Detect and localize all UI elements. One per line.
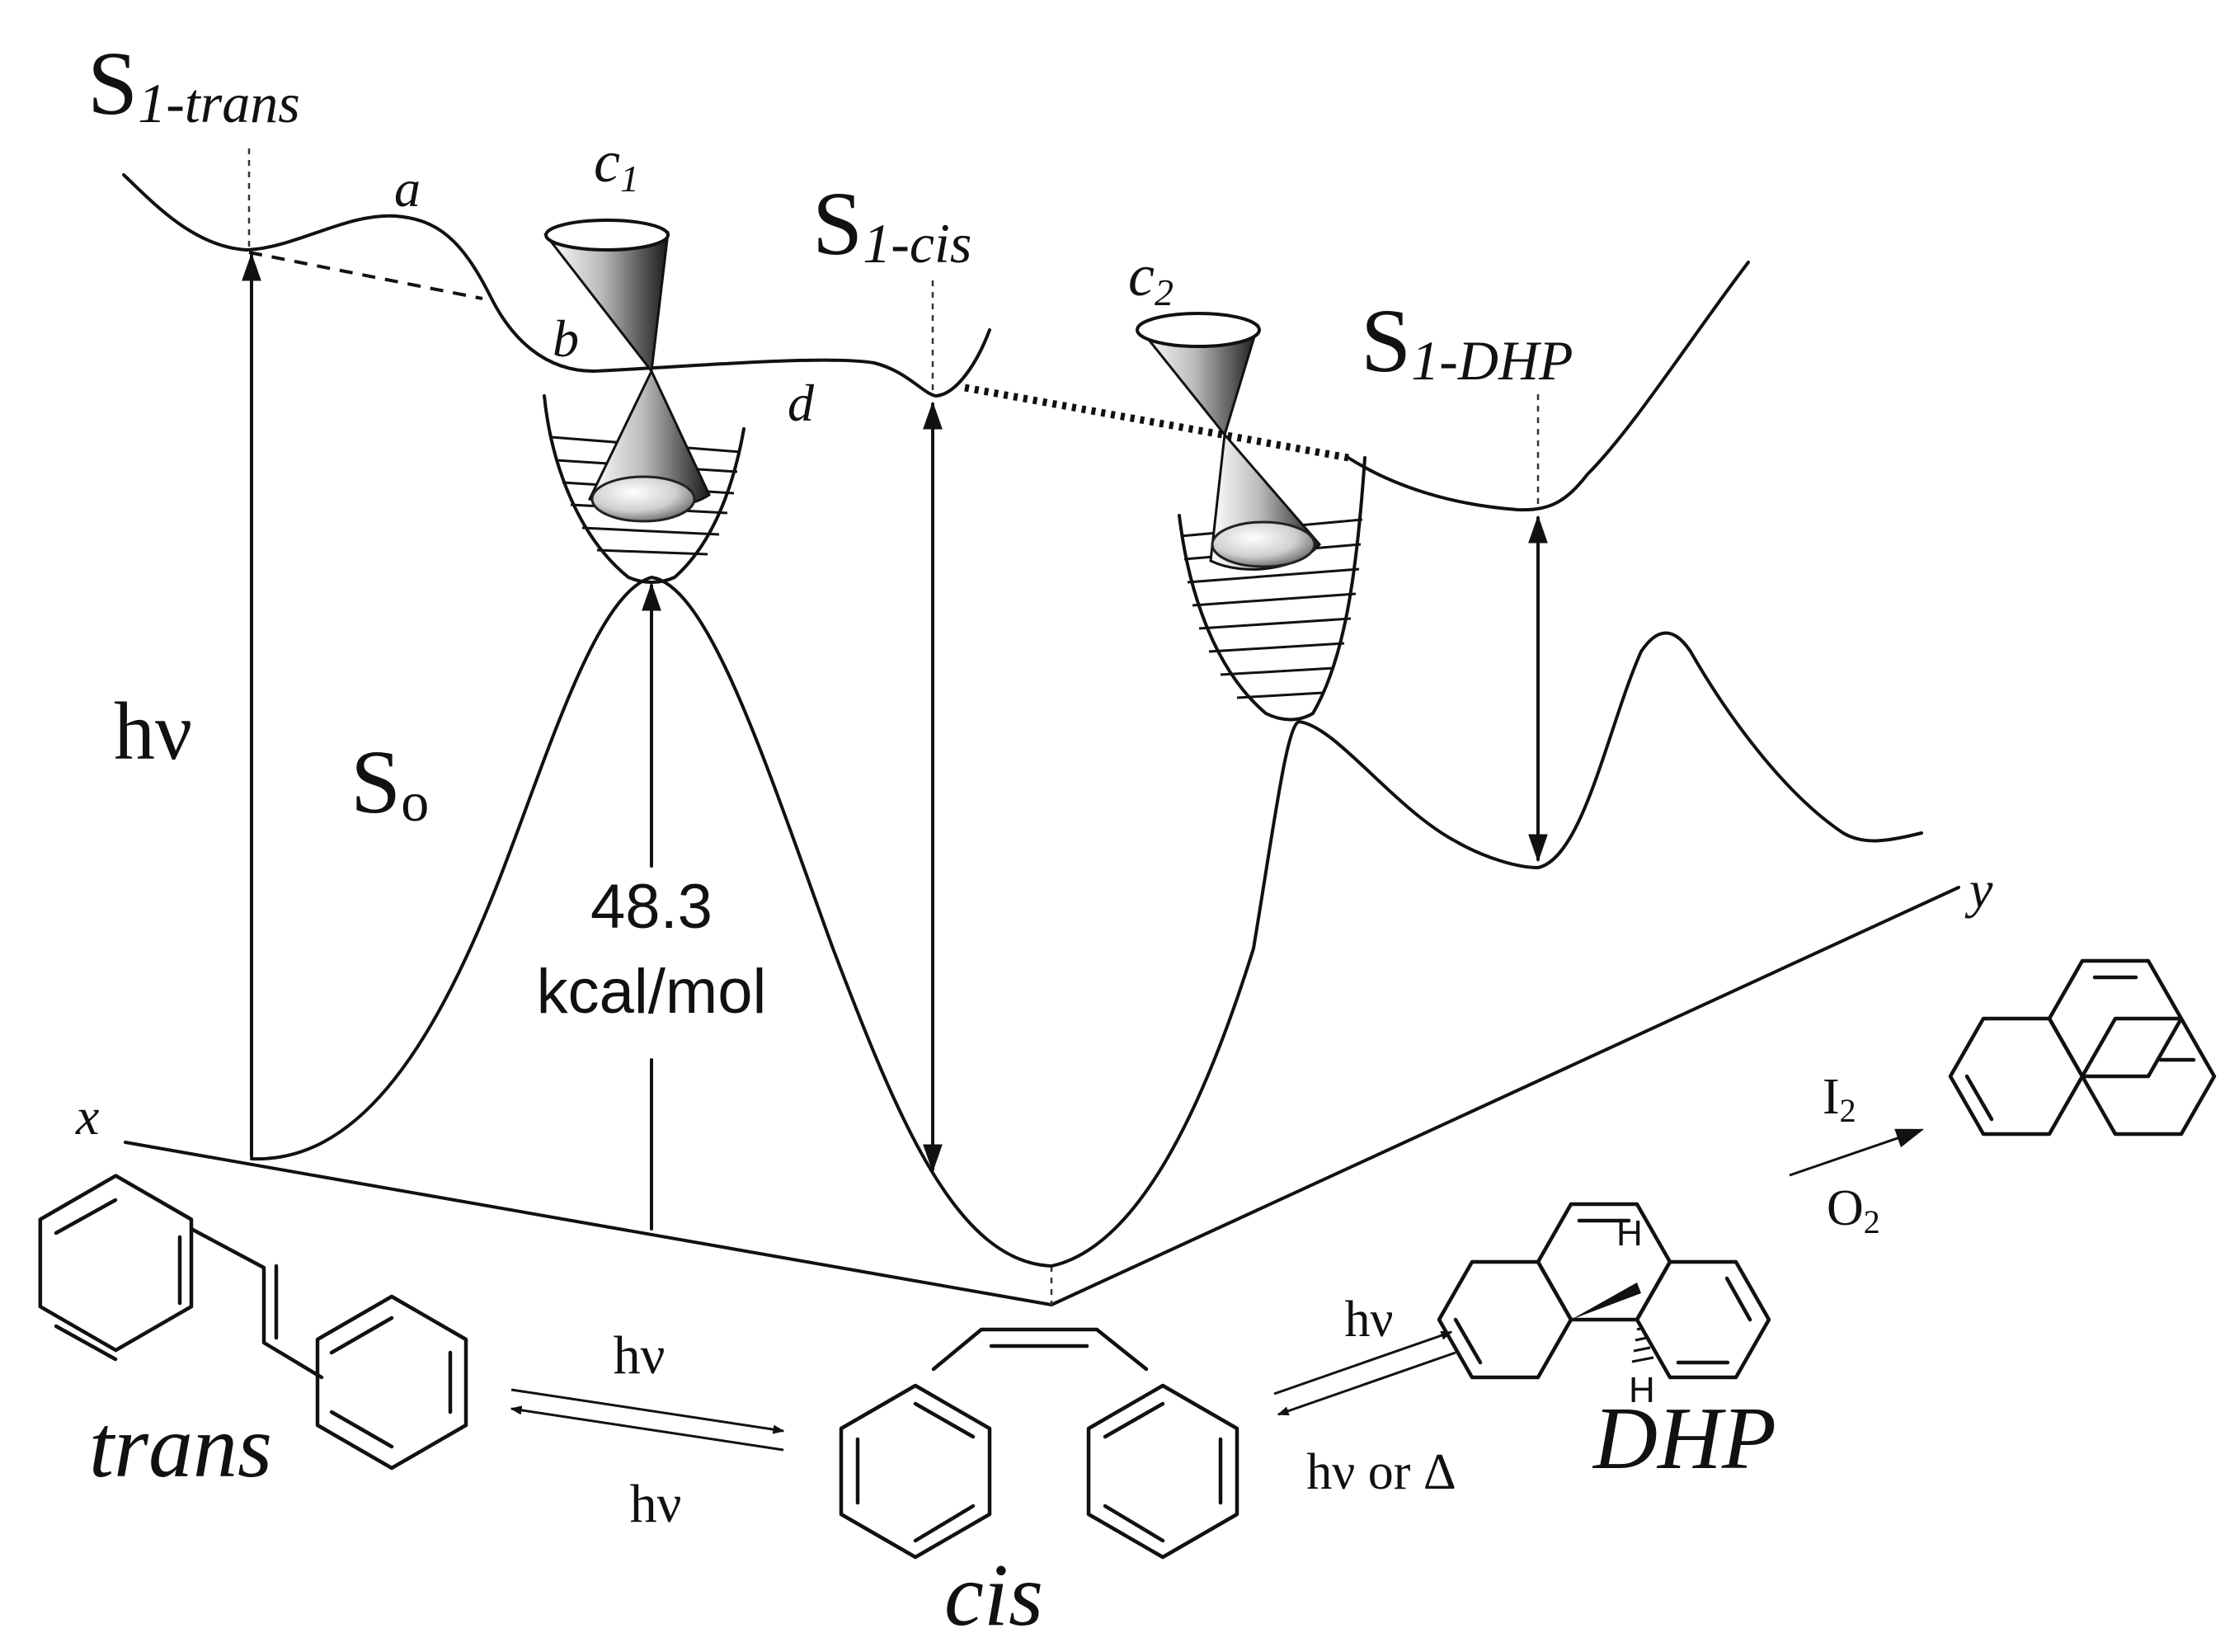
x-axis-label: x xyxy=(75,1087,99,1146)
point-d-label: d xyxy=(788,374,815,432)
trans-cis-forward-label: hν xyxy=(614,1325,666,1386)
dhp-structure xyxy=(1437,1202,1771,1380)
barrier-unit: kcal/mol xyxy=(537,957,767,1027)
s0-label: So xyxy=(350,732,429,833)
funnel-c2-hatching xyxy=(1180,518,1363,699)
cis-dhp-forward-label: hν xyxy=(1344,1292,1393,1348)
trans-stilbene-structure xyxy=(38,1174,468,1471)
cis-label: cis xyxy=(944,1546,1043,1645)
y-axis-label: y xyxy=(1964,860,1993,919)
cone-c1-blob xyxy=(590,475,696,523)
s1-curve-left xyxy=(122,173,991,398)
trans-cis-equilibrium-arrows xyxy=(510,1388,785,1452)
cis-stilbene-structure xyxy=(839,1327,1239,1560)
funnel-c1 xyxy=(543,394,746,584)
oxidation-arrow xyxy=(1789,1128,1925,1177)
oxidant-oxygen-label: O2 xyxy=(1827,1180,1880,1240)
dhp-hash-bond xyxy=(1631,1326,1654,1363)
dhp-hydrogen-bottom: H xyxy=(1629,1370,1655,1410)
dhp-label: DHP xyxy=(1592,1390,1776,1488)
cis-dhp-reverse-label: hν or Δ xyxy=(1306,1444,1456,1500)
cone-c2-blob xyxy=(1211,520,1316,568)
trans-cis-reverse-label: hν xyxy=(630,1474,682,1534)
conical-intersection-c2 xyxy=(1136,312,1366,722)
point-b-label: b xyxy=(553,309,579,368)
funnel-c2 xyxy=(1178,456,1366,722)
dhp-wedge-bond xyxy=(1571,1283,1641,1320)
s1-trans-to-b-dashed-path xyxy=(248,251,483,300)
phenanthrene-structure xyxy=(1948,958,2217,1137)
conical-intersection-c1 xyxy=(543,219,746,584)
s0-curve xyxy=(250,576,1923,1268)
cone-c1-rim xyxy=(544,219,670,252)
cone-c1-label: c1 xyxy=(594,129,639,200)
trans-ring-double-bonds xyxy=(54,1198,453,1449)
point-a-label: a xyxy=(394,159,421,218)
excitation-label: hν xyxy=(114,685,192,777)
barrier-value: 48.3 xyxy=(590,872,713,942)
s1-trans-label: S1-trans xyxy=(87,33,300,134)
s1-dhp-label: S1-DHP xyxy=(1361,290,1573,392)
dhp-hydrogen-top: H xyxy=(1616,1213,1643,1254)
x-axis xyxy=(124,1141,1053,1306)
cone-c2-rim xyxy=(1136,312,1261,348)
y-axis xyxy=(1050,886,1960,1306)
s1-cis-to-dhp-dotted-path xyxy=(964,384,1349,462)
s1-cis-label: S1-cis xyxy=(812,173,971,275)
cis-dhp-equilibrium-arrows xyxy=(1273,1330,1456,1416)
trans-label: trans xyxy=(89,1398,272,1496)
axes: x y xyxy=(75,860,1993,1307)
s1-curve-right xyxy=(1347,261,1750,512)
cone-c2-label: c2 xyxy=(1128,242,1174,313)
oxidant-iodine-label: I2 xyxy=(1823,1069,1856,1129)
